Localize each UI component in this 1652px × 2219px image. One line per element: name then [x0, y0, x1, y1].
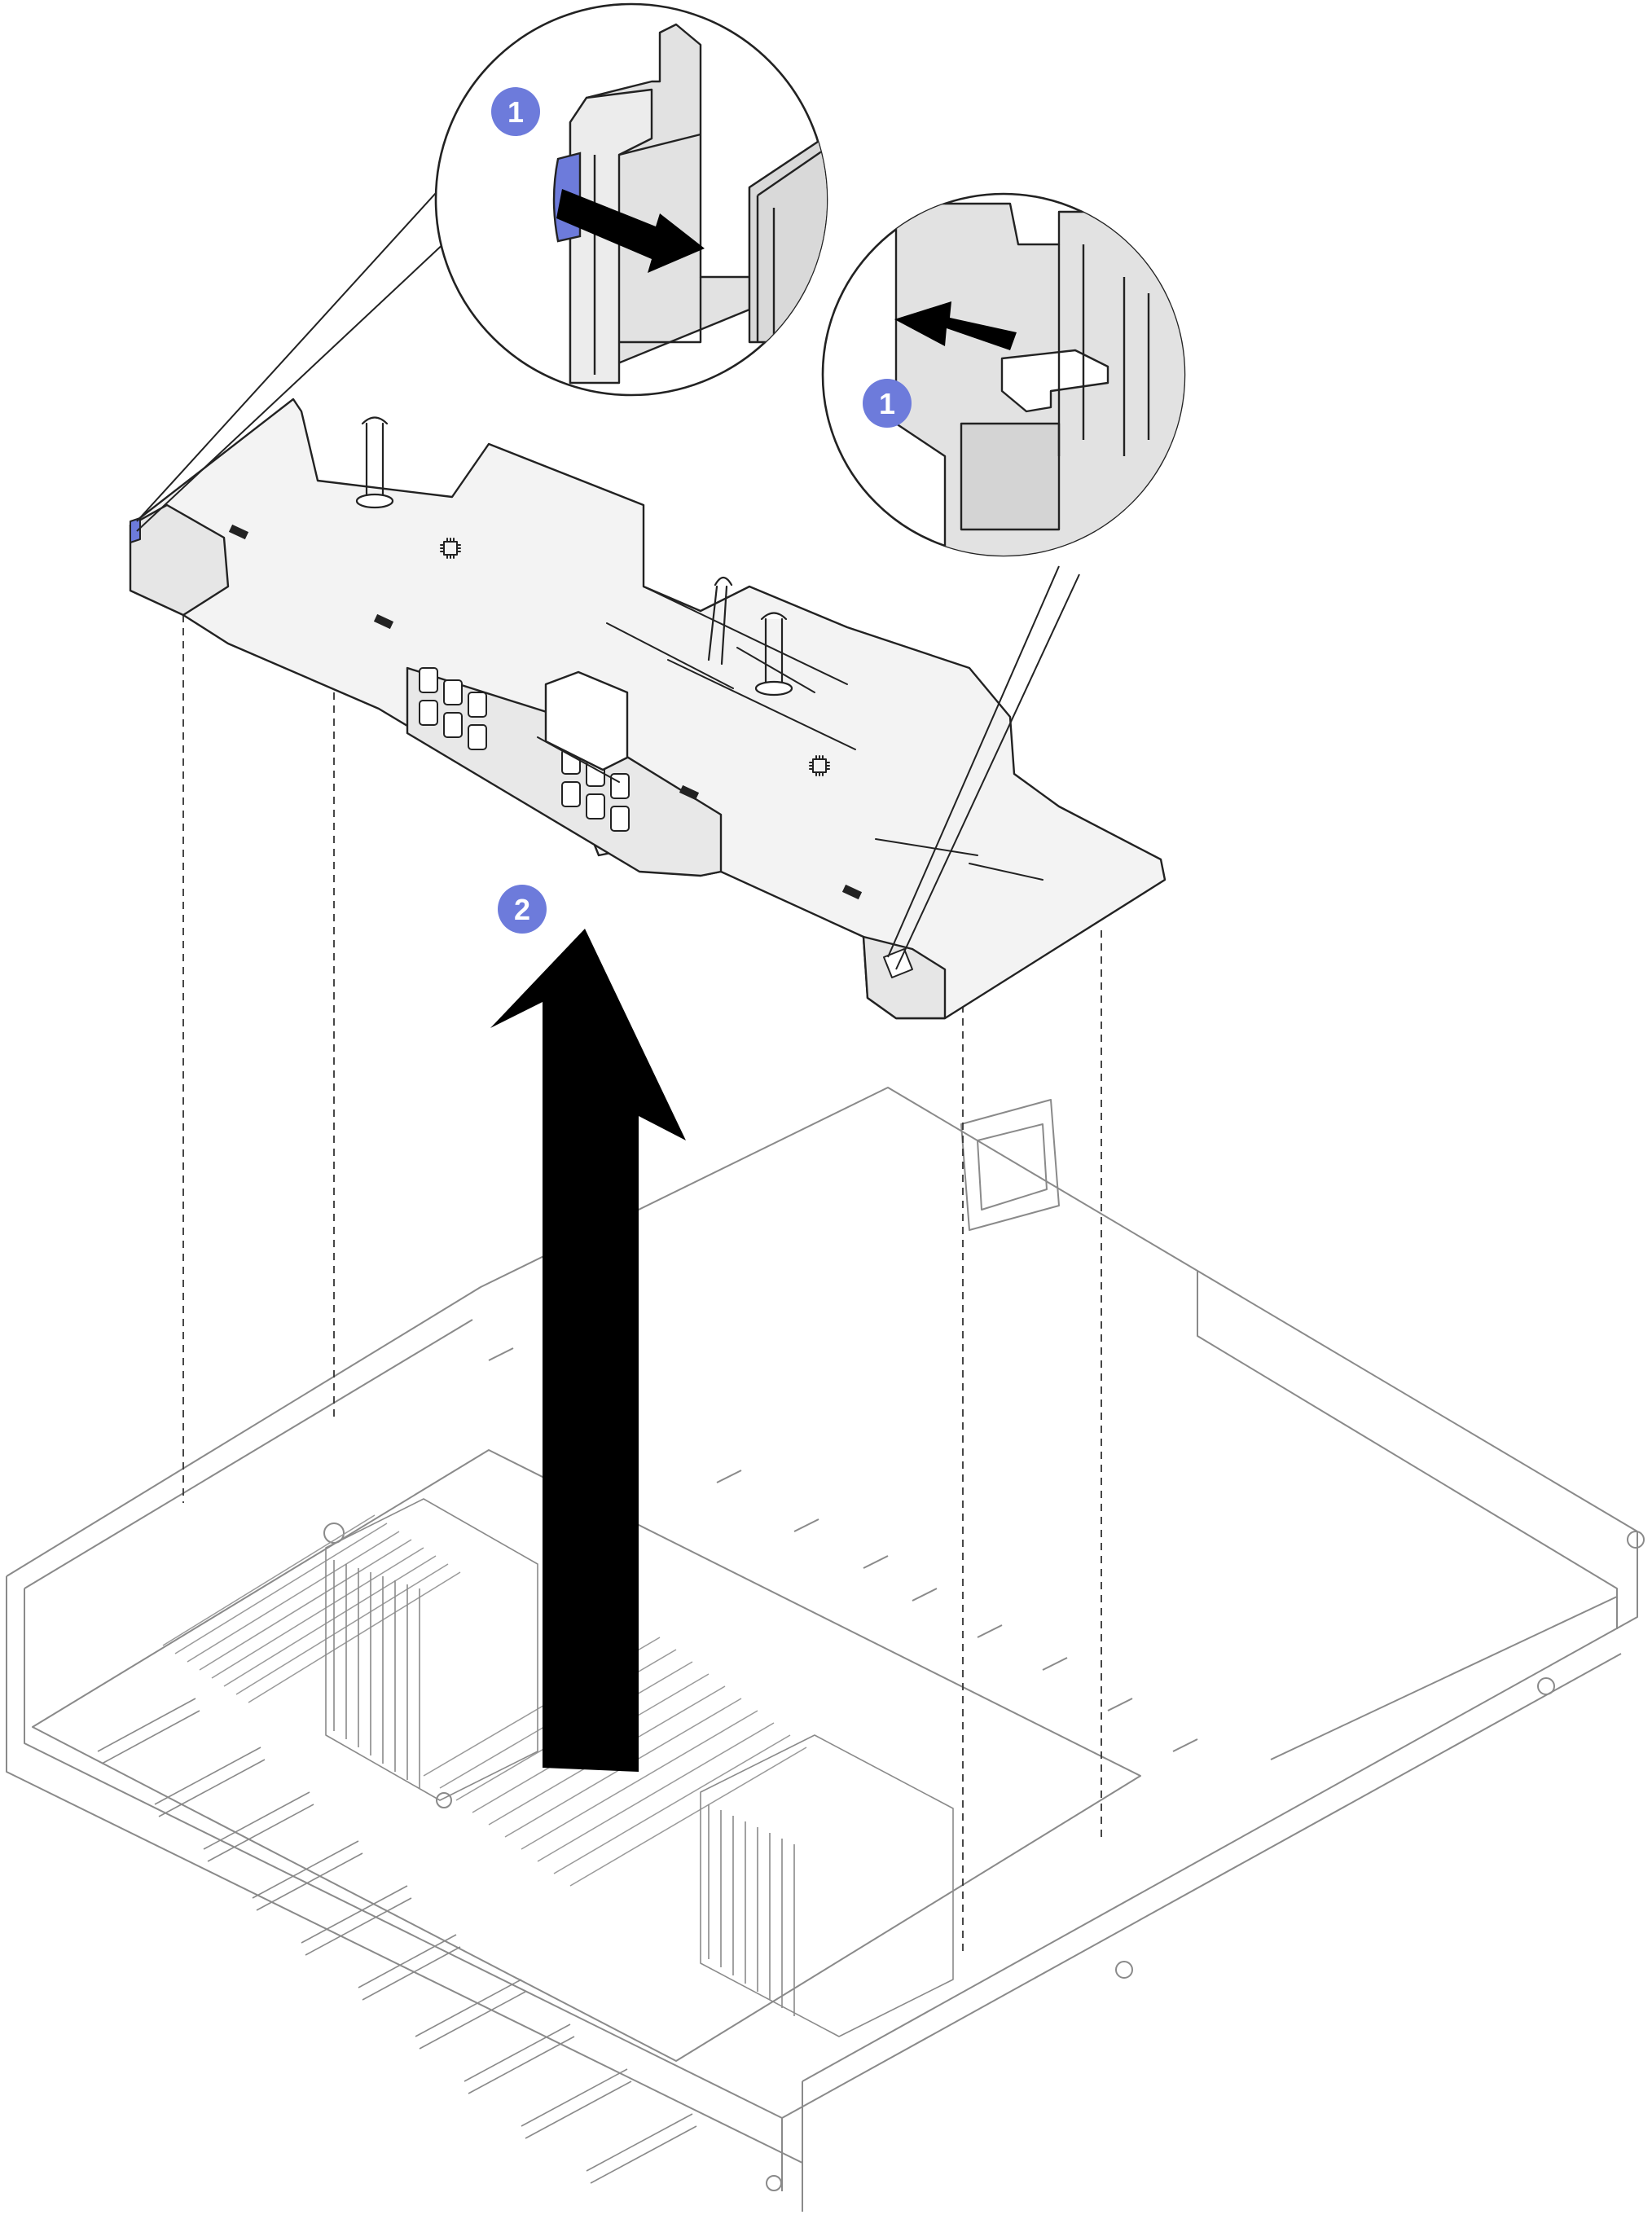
- side-hole: [1537, 1677, 1555, 1695]
- chassis-right-wall: [1197, 1271, 1618, 1760]
- step-number-badge-icon: [863, 379, 912, 428]
- processor-chip-icon: [440, 538, 461, 559]
- side-hole: [436, 1792, 452, 1808]
- air-baffle-posts: [355, 416, 793, 696]
- air-baffle-left-latch: [130, 517, 141, 543]
- chassis-guide-slots: [488, 1347, 1198, 1752]
- step-number: 1: [879, 387, 895, 420]
- air-baffle-ribs: [537, 586, 1043, 881]
- left-arrow-icon: [894, 301, 1017, 350]
- step-badge-1-right: 1: [863, 379, 912, 428]
- heatsink-left: [325, 1498, 538, 1801]
- side-hole: [766, 2175, 782, 2191]
- heatsink-right: [700, 1734, 954, 2037]
- air-baffle: [129, 398, 1167, 1020]
- processor-chip-icon: [809, 755, 830, 776]
- detail-left-inner: [593, 133, 702, 375]
- detail-left-panel: [748, 137, 827, 344]
- air-baffle-labels: [228, 524, 863, 900]
- chassis-inner-wall: [24, 1319, 1622, 2191]
- memory-bank-left: [162, 1514, 461, 1703]
- step-badge-2: 2: [498, 885, 547, 934]
- step-badge-1-left: 1: [491, 87, 540, 136]
- up-arrow-icon: [490, 929, 686, 1772]
- detail-left-rail: [756, 150, 824, 342]
- detail-right-rails: [1057, 244, 1150, 456]
- side-hole: [323, 1523, 345, 1544]
- detail-callout-left: [434, 2, 828, 397]
- step-number-badge-icon: [491, 87, 540, 136]
- detail-right-inner: [960, 422, 1061, 531]
- leader-right-2: [895, 573, 1080, 970]
- step-number-badge-icon: [498, 885, 547, 934]
- air-baffle-left-end: [129, 503, 230, 617]
- air-baffle-vent-grid: [419, 667, 630, 832]
- step-number: 2: [514, 893, 530, 926]
- right-arrow-icon: [556, 189, 705, 273]
- server-chassis: [6, 1087, 1645, 2212]
- detail-right-latch: [1000, 349, 1109, 413]
- pcie-slot-rows: [97, 1698, 697, 2184]
- callout-leaders: [136, 174, 1080, 970]
- chassis-top-outline: [6, 1087, 1638, 2212]
- air-baffle-center-bracket: [544, 670, 629, 771]
- detail-callout-right: [821, 192, 1186, 557]
- leader-left-1: [136, 174, 453, 522]
- step-number: 1: [507, 95, 524, 129]
- leader-left-2: [136, 227, 461, 532]
- fan-housing-outline: [960, 1099, 1060, 1231]
- alignment-guides: [182, 615, 1102, 1955]
- side-hole: [1115, 1961, 1133, 1979]
- rear-knob: [1627, 1531, 1645, 1549]
- leader-right-1: [887, 565, 1060, 958]
